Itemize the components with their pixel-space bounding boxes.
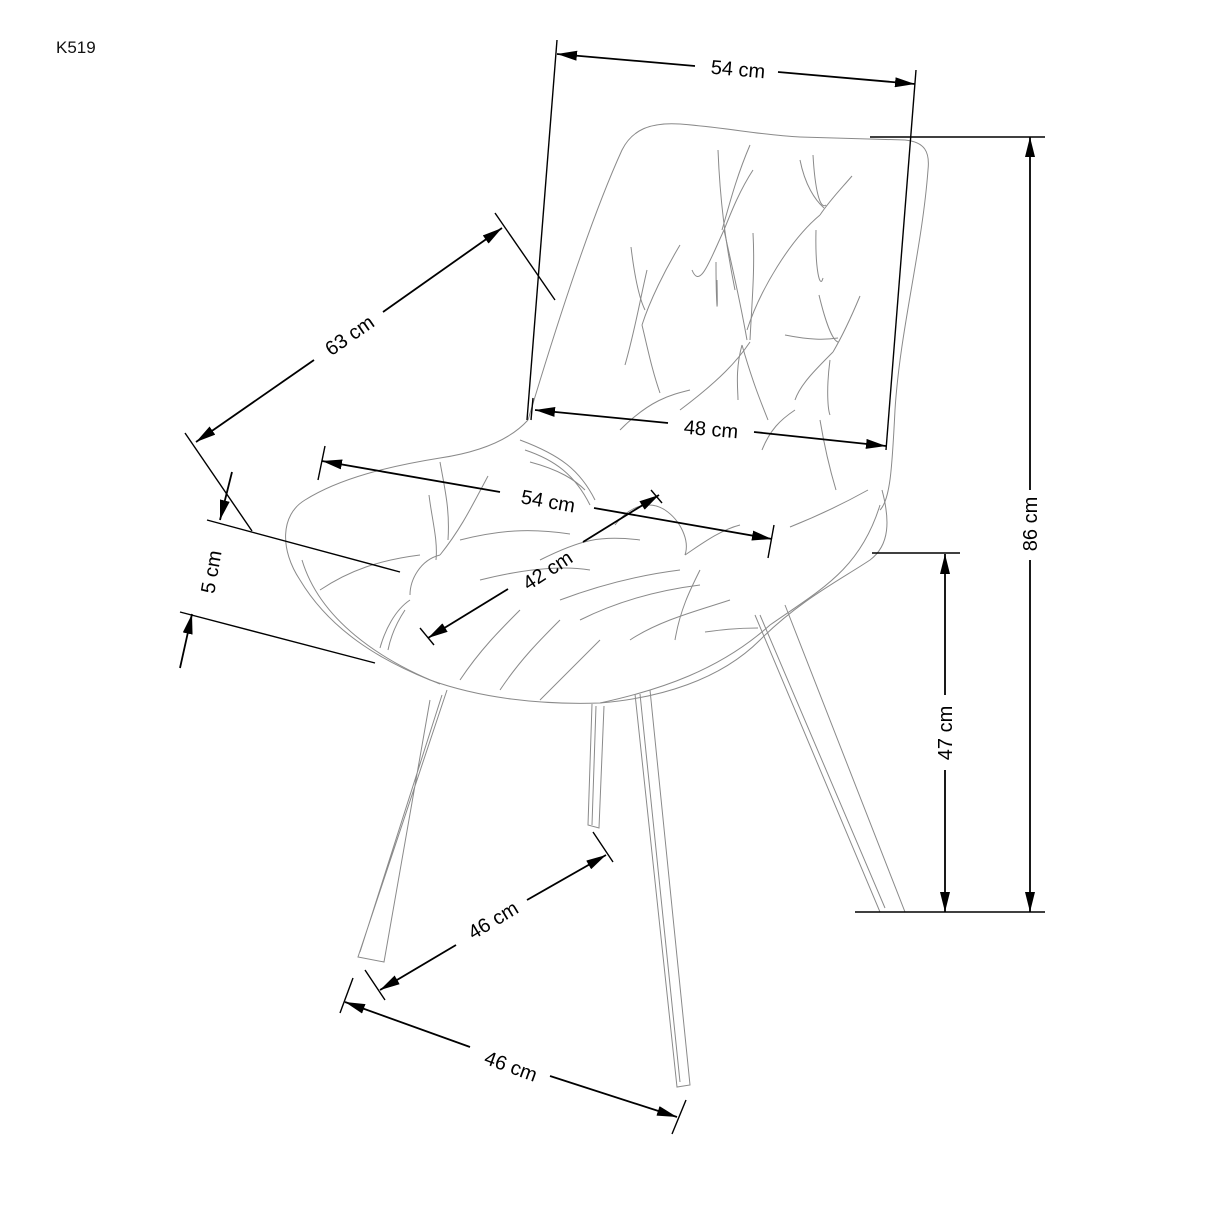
back-left-leg <box>587 703 605 829</box>
dimension-seat-height: 47 cm <box>872 552 960 912</box>
seat-front-edge <box>301 559 441 685</box>
seat-outline <box>285 419 888 704</box>
backrest-tufting <box>619 144 861 491</box>
label-inner-back-width: 48 cm <box>683 417 739 444</box>
label-backrest-width: 54 cm <box>710 57 766 84</box>
chair-legs <box>357 604 906 1088</box>
dimension-backrest-width: 54 cm <box>526 39 917 451</box>
label-leg-width: 46 cm <box>481 1047 540 1086</box>
label-seat-depth: 42 cm <box>519 547 577 595</box>
label-seat-height: 47 cm <box>935 706 957 760</box>
seat-tufting <box>319 439 869 701</box>
back-right-leg <box>754 604 906 913</box>
dimension-total-depth: 63 cm <box>184 212 556 532</box>
dimension-total-height: 86 cm <box>855 136 1045 913</box>
label-leg-depth: 46 cm <box>465 897 523 944</box>
dimension-leg-width: 46 cm <box>339 977 687 1135</box>
dimension-seat-thickness: 5 cm <box>179 471 401 669</box>
model-code: K519 <box>56 38 96 57</box>
chair-outline <box>285 123 929 1088</box>
dimension-inner-back-width: 48 cm <box>530 397 887 449</box>
label-seat-width: 54 cm <box>519 486 576 517</box>
label-total-height: 86 cm <box>1020 497 1042 551</box>
front-right-leg <box>634 689 691 1088</box>
front-left-leg <box>357 689 448 963</box>
seat-side-edge <box>599 504 881 704</box>
backrest-outline <box>527 123 929 511</box>
label-total-depth: 63 cm <box>321 311 378 360</box>
label-seat-thickness: 5 cm <box>197 549 226 596</box>
